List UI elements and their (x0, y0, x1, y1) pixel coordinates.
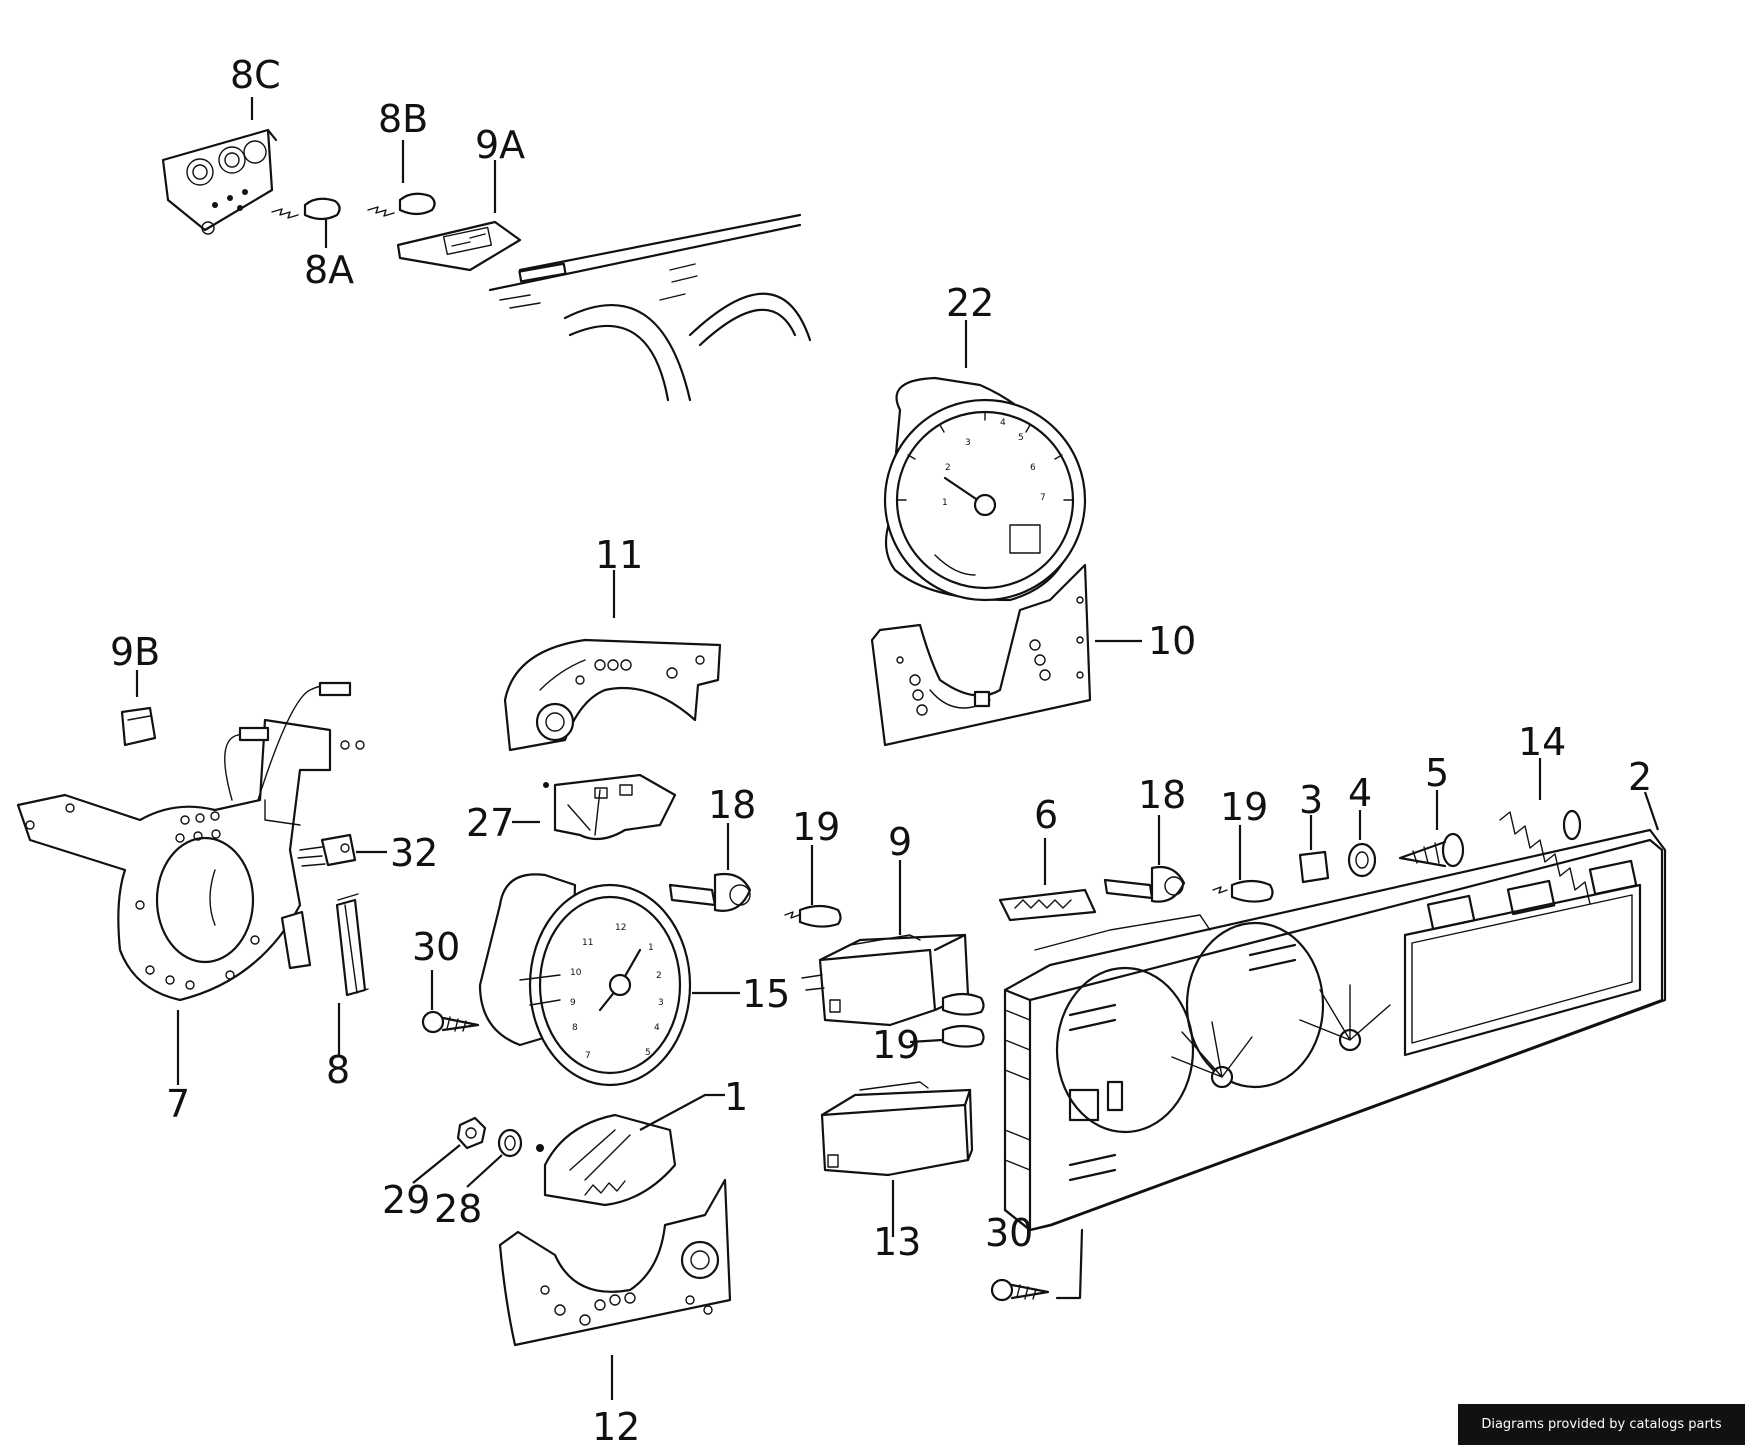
callout-18b: 18 (1138, 773, 1186, 817)
svg-text:4: 4 (1000, 418, 1006, 428)
callout-28: 28 (434, 1187, 482, 1231)
svg-text:3: 3 (658, 998, 664, 1008)
callout-30b: 30 (985, 1211, 1033, 1255)
callout-15: 15 (742, 972, 790, 1016)
screw-30b (990, 1228, 1084, 1302)
callout-1: 1 (724, 1075, 748, 1119)
svg-text:1: 1 (648, 943, 654, 953)
connector-6 (998, 888, 1097, 922)
svg-text:8: 8 (572, 1023, 578, 1033)
callout-10: 10 (1148, 619, 1196, 663)
callout-4: 4 (1348, 771, 1372, 815)
diagram-credit-badge: Diagrams provided by catalogs parts (1458, 1404, 1745, 1445)
svg-text:9: 9 (570, 998, 576, 1008)
callout-13: 13 (873, 1220, 921, 1264)
callout-19c: 19 (872, 1023, 920, 1067)
callout-labels: 8C 8B 9A 8A 22 11 10 9B 27 18 19 9 6 18 … (110, 53, 1652, 1445)
callout-14: 14 (1518, 720, 1566, 764)
svg-text:5: 5 (645, 1048, 651, 1058)
callout-3: 3 (1299, 778, 1323, 822)
callout-9b: 9B (110, 630, 160, 674)
callout-22: 22 (946, 281, 994, 325)
callout-9: 9 (888, 820, 912, 864)
nut-29 (456, 1116, 487, 1150)
spring-14 (1499, 809, 1591, 905)
callout-6: 6 (1034, 793, 1058, 837)
gauge-1 (536, 1113, 677, 1207)
callout-32: 32 (390, 831, 438, 875)
callout-27: 27 (466, 801, 514, 845)
callout-29: 29 (382, 1178, 430, 1222)
svg-text:11: 11 (582, 938, 593, 948)
callout-7: 7 (166, 1082, 190, 1126)
svg-text:2: 2 (945, 463, 951, 473)
callout-8a: 8A (304, 248, 354, 292)
svg-text:12: 12 (615, 923, 626, 933)
svg-text:7: 7 (585, 1051, 591, 1061)
svg-text:10: 10 (570, 968, 582, 978)
callout-18a: 18 (708, 783, 756, 827)
callout-5: 5 (1425, 751, 1449, 795)
callout-30a: 30 (412, 925, 460, 969)
svg-text:3: 3 (965, 438, 971, 448)
svg-text:6: 6 (1030, 463, 1036, 473)
svg-text:5: 5 (1018, 433, 1024, 443)
bulb-8a (271, 197, 341, 221)
callout-19a: 19 (792, 805, 840, 849)
switch-13 (820, 1081, 974, 1177)
carrier-11 (503, 638, 722, 752)
leader-lines (135, 97, 1660, 1400)
washer-28 (497, 1128, 523, 1158)
bulb-19a (784, 904, 842, 928)
connector-32 (297, 833, 357, 867)
printed-circuit-10 (870, 563, 1092, 747)
callout-8b: 8B (378, 97, 428, 141)
bulb-holder-18a (668, 872, 752, 912)
callout-8: 8 (326, 1048, 350, 1092)
cluster-housing-2 (1003, 828, 1667, 1232)
dashboard-top-housing (488, 213, 812, 402)
bulb-holder-18b (1103, 865, 1186, 903)
callout-9a: 9A (475, 123, 525, 167)
svg-text:1: 1 (942, 498, 948, 508)
callout-11: 11 (595, 533, 643, 577)
switch-housing-9 (801, 933, 970, 1027)
svg-text:7: 7 (1040, 493, 1046, 503)
bulb-19b (1212, 879, 1274, 903)
svg-text:4: 4 (654, 1023, 660, 1033)
washer-4 (1347, 842, 1377, 878)
callout-19b: 19 (1220, 785, 1268, 829)
callout-8c: 8C (230, 53, 281, 97)
light-strip-8 (335, 893, 369, 997)
gauge-27 (543, 773, 677, 841)
bulb-8b (367, 192, 436, 217)
tachometer-22: 3 4 5 6 7 1 2 (883, 376, 1087, 602)
switch-9a (396, 220, 522, 272)
svg-text:2: 2 (656, 971, 662, 981)
callout-12: 12 (592, 1405, 640, 1445)
wiring-harness-7 (16, 681, 365, 1002)
printed-circuit-12 (498, 1178, 732, 1347)
screw-30a (421, 1010, 480, 1034)
clip-3 (1298, 850, 1330, 884)
screw-5 (1398, 832, 1465, 868)
holder-9b (120, 706, 157, 747)
bulb-19b-on-9 (941, 992, 985, 1048)
switch-bracket-8c (161, 128, 278, 235)
callout-2: 2 (1628, 755, 1652, 799)
